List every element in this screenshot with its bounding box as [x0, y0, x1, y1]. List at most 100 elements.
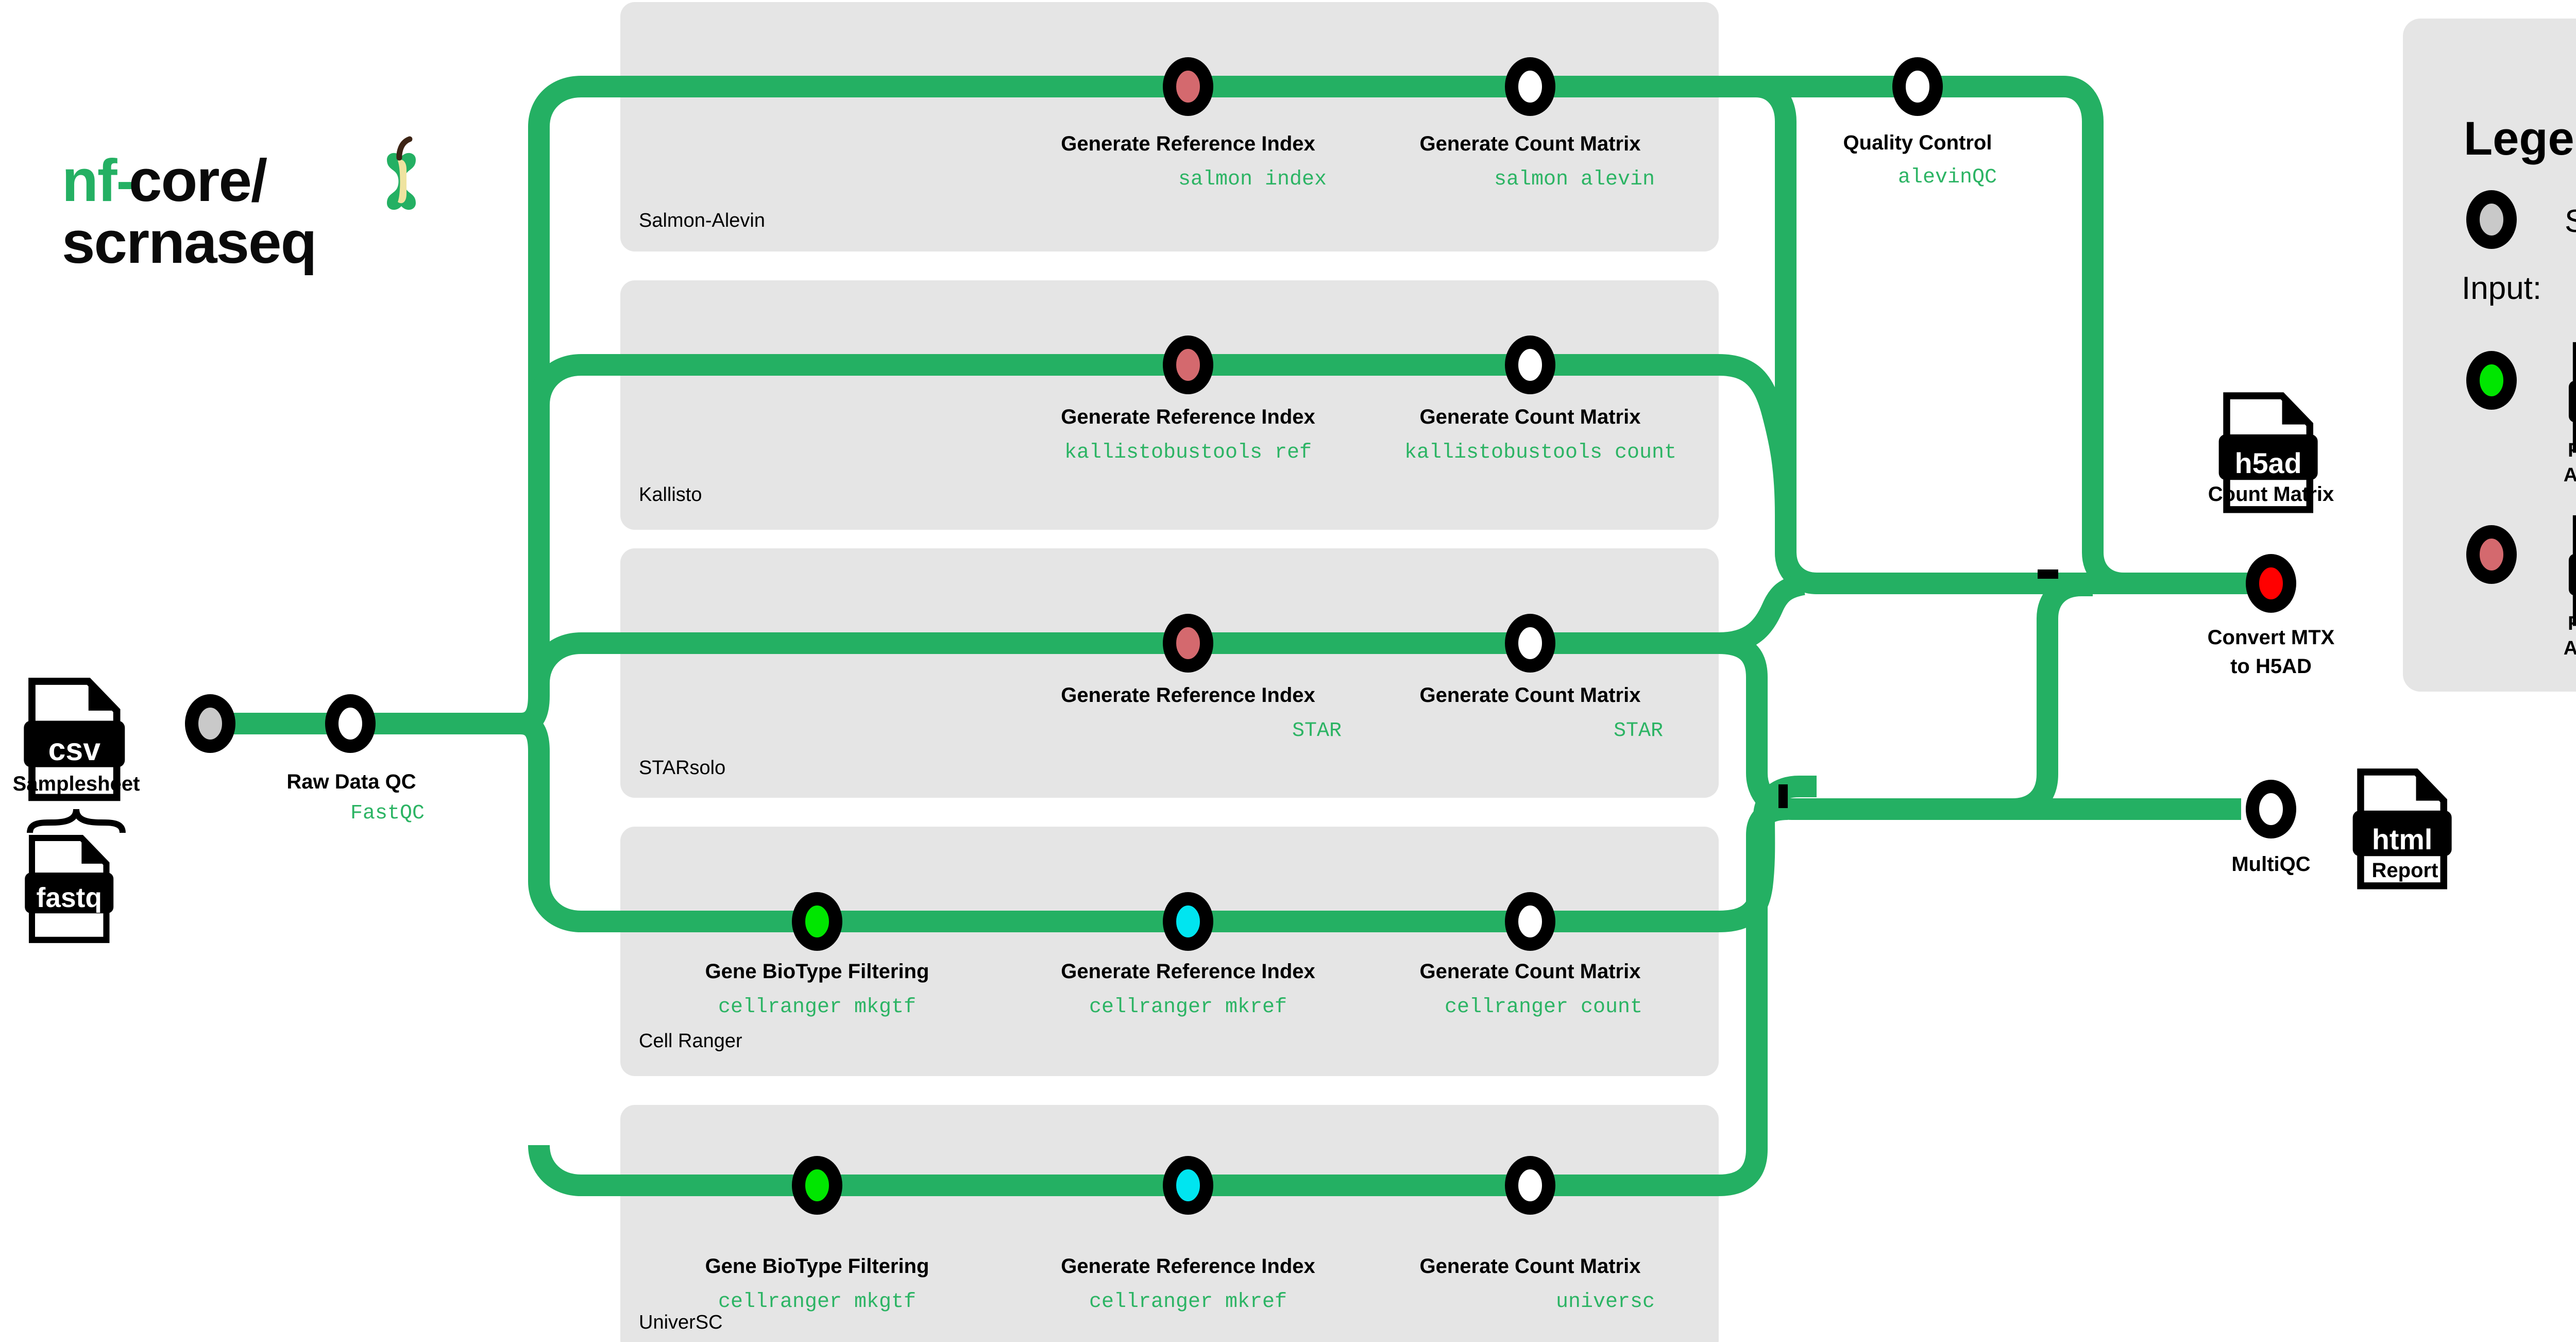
panel-label-salmon-alevin: Salmon-Alevin	[639, 210, 765, 231]
convert-mtx-title: Convert MTX	[2208, 626, 2335, 649]
report-label: Report	[2372, 859, 2438, 882]
step-cmd-cr-mkref: cellranger mkref	[1089, 996, 1287, 1019]
samplesheet-file-icon: csv	[24, 681, 125, 797]
step-title-uni-mkgtf: Gene BioType Filtering	[705, 1255, 929, 1278]
node-salmon-alevin[interactable]	[1505, 57, 1555, 116]
step-title-kallisto-ref: Generate Reference Index	[1061, 406, 1315, 428]
count-matrix-file-icon: h5ad	[2219, 396, 2318, 510]
svg-text:h5ad: h5ad	[2235, 447, 2302, 479]
panel-backgrounds	[620, 2, 1719, 1342]
step-title-salmon-alevin: Generate Count Matrix	[1420, 132, 1641, 155]
count-matrix-label: Count Matrix	[2208, 483, 2334, 506]
step-title-uni-count: Generate Count Matrix	[1420, 1255, 1641, 1278]
report-file-icon: html	[2353, 772, 2452, 886]
step-cmd-kallisto-ref: kallistobustools ref	[1064, 441, 1312, 464]
pipe-kallisto-merge	[1718, 354, 1818, 594]
node-multiqc[interactable]	[2246, 780, 2296, 838]
node-quality-control[interactable]	[1892, 57, 1943, 116]
step-cmd-star-index: STAR	[1292, 719, 1342, 743]
svg-text:fastq: fastq	[37, 883, 102, 913]
pipe-universc-merge	[1718, 798, 1788, 1196]
nf-core-logo: nf- core/ scrnaseq	[62, 136, 416, 276]
legend-gtf2-label-1: Reference	[2568, 613, 2576, 634]
panel-label-cellranger: Cell Ranger	[639, 1030, 742, 1052]
quality-control-group: Quality Control alevinQC	[1843, 57, 1997, 189]
crossing-tick-1	[2038, 569, 2058, 579]
legend-start-node	[2466, 190, 2517, 249]
step-title-star-count: Generate Count Matrix	[1420, 684, 1641, 707]
start-node[interactable]	[185, 694, 235, 753]
step-title-cr-mkref: Generate Reference Index	[1061, 960, 1315, 983]
panel-label-starsolo: STARsolo	[639, 757, 725, 779]
panel-bg-universc	[620, 1105, 1719, 1342]
fastq-file-icon: fastq	[25, 838, 113, 940]
input-group: csv Samplesheet fastq	[13, 681, 140, 940]
multiqc-title: MultiQC	[2231, 853, 2310, 876]
logo-nf: nf-	[62, 147, 135, 214]
step-cmd-kallisto-count: kallistobustools count	[1404, 441, 1676, 464]
step-cmd-cr-count: cellranger count	[1445, 996, 1642, 1019]
svg-text:csv: csv	[48, 732, 101, 767]
panel-label-kallisto: Kallisto	[639, 484, 702, 506]
step-cmd-star-count: STAR	[1614, 719, 1663, 743]
node-star-count[interactable]	[1505, 614, 1555, 673]
samplesheet-label: Samplesheet	[13, 773, 140, 795]
pipe-branch-starsolo	[528, 632, 1719, 684]
quality-control-title: Quality Control	[1843, 131, 1992, 154]
legend-gtf2-label-2: Annotation	[2564, 638, 2576, 659]
node-salmon-index[interactable]	[1163, 57, 1213, 116]
step-cmd-uni-count: universc	[1556, 1290, 1655, 1314]
legend-node-gtf-plus-fasta	[2466, 525, 2517, 584]
node-cr-mkref[interactable]	[1163, 892, 1213, 951]
panel-bg-cellranger	[620, 827, 1719, 1076]
node-convert-mtx-to-h5ad[interactable]	[2246, 554, 2296, 613]
logo-pipeline: scrnaseq	[62, 209, 316, 276]
node-cr-count[interactable]	[1505, 892, 1555, 951]
panel-bg-kallisto	[620, 280, 1719, 530]
quality-control-cmd: alevinQC	[1898, 166, 1997, 189]
node-kallisto-count[interactable]	[1505, 336, 1555, 394]
panel-label-universc: UniverSC	[639, 1312, 723, 1333]
step-title-salmon-index: Generate Reference Index	[1061, 132, 1315, 155]
outputs-group: h5ad Count Matrix Convert MTX to H5AD Mu…	[2208, 396, 2452, 886]
node-uni-count[interactable]	[1505, 1156, 1555, 1215]
node-uni-mkgtf[interactable]	[792, 1156, 842, 1215]
crossing-ticks	[1778, 569, 2058, 808]
node-kallisto-ref[interactable]	[1163, 336, 1213, 394]
legend-title: Legend	[2464, 112, 2576, 165]
panel-bg-salmon-alevin	[620, 2, 1719, 251]
step-cmd-salmon-index: salmon index	[1178, 168, 1327, 191]
panel-starsolo: STARsolo Generate Reference Index STAR G…	[639, 614, 1663, 779]
step-title-cr-mkgtf: Gene BioType Filtering	[705, 960, 929, 983]
node-uni-mkref[interactable]	[1163, 1156, 1213, 1215]
legend-start-label: Start	[2565, 204, 2576, 239]
node-star-index[interactable]	[1163, 614, 1213, 673]
panel-universc: UniverSC Gene BioType Filtering cellrang…	[639, 1156, 1655, 1333]
panel-salmon-alevin: Salmon-Alevin Generate Reference Index s…	[639, 57, 1655, 231]
pipe-cellranger-to-multiqc	[1798, 575, 2093, 820]
raw-data-qc-title: Raw Data QC	[286, 770, 416, 793]
raw-data-qc-cmd: FastQC	[350, 802, 425, 825]
logo-core: core/	[129, 147, 267, 214]
pipe-salmon-down	[1719, 76, 2093, 594]
apple-core-icon	[387, 136, 416, 210]
panel-cellranger: Cell Ranger Gene BioType Filtering cellr…	[639, 892, 1642, 1052]
pipe-network	[206, 76, 2277, 1196]
panel-bg-starsolo	[620, 548, 1719, 798]
curly-brace-icon	[27, 809, 126, 833]
legend: Legend Start End Input: gtf Reference An…	[2403, 19, 2576, 692]
raw-data-qc-node[interactable]	[325, 694, 376, 753]
node-cr-mkgtf[interactable]	[792, 892, 842, 951]
step-cmd-uni-mkref: cellranger mkref	[1089, 1290, 1287, 1314]
panel-kallisto: Kallisto Generate Reference Index kallis…	[639, 336, 1676, 506]
crossing-tick-2	[1778, 784, 1788, 808]
pipe-branch-kallisto	[528, 354, 1719, 406]
legend-gtf-label-2: Annotation	[2564, 464, 2576, 486]
step-title-kallisto-count: Generate Count Matrix	[1420, 406, 1641, 428]
step-title-cr-count: Generate Count Matrix	[1420, 960, 1641, 983]
legend-node-gtf-only	[2466, 351, 2517, 410]
convert-mtx-title2: to H5AD	[2230, 655, 2312, 678]
step-cmd-uni-mkgtf: cellranger mkgtf	[718, 1290, 916, 1314]
step-title-star-index: Generate Reference Index	[1061, 684, 1315, 707]
